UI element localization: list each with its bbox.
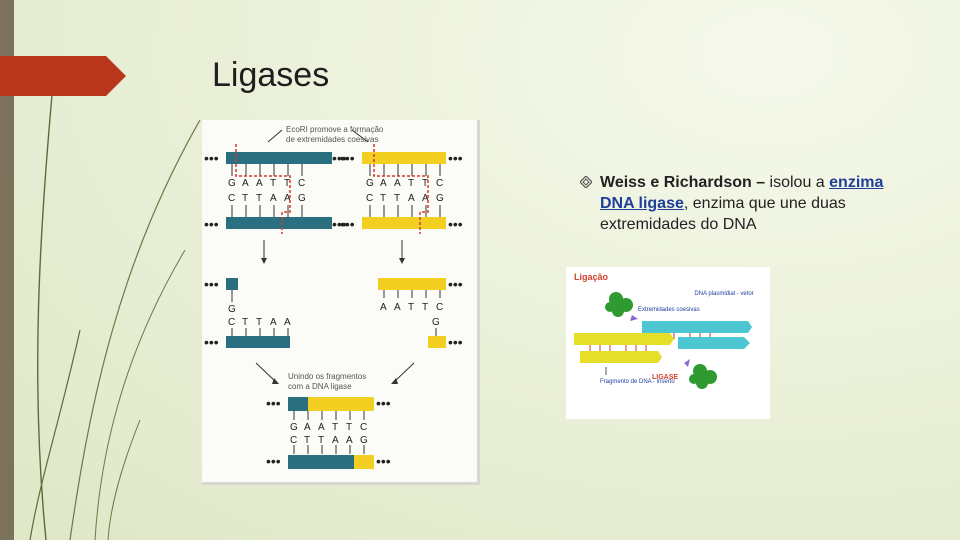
base: T: [242, 193, 248, 204]
svg-text:•••: •••: [448, 150, 463, 166]
svg-text:•••: •••: [204, 334, 219, 350]
svg-text:•••: •••: [340, 150, 355, 166]
base: A: [242, 178, 249, 189]
base: A: [318, 422, 325, 433]
svg-text:•••: •••: [204, 150, 219, 166]
base: A: [380, 178, 387, 189]
caption-mid-1: Unindo os fragmentos: [288, 372, 366, 381]
title-arrow-tab: [0, 56, 126, 96]
base: A: [380, 302, 387, 313]
base: T: [256, 193, 262, 204]
caption-top-2: de extremidades coesivas: [286, 135, 379, 144]
fragment-right: ••• A A T T C G •••: [378, 276, 463, 350]
base: A: [408, 193, 415, 204]
decorative-lines: [29, 94, 201, 540]
ecori-ligation-figure: EcoRI promove a formação de extremidades…: [202, 120, 480, 485]
base: T: [284, 178, 290, 189]
base: G: [290, 422, 298, 433]
svg-text:•••: •••: [332, 216, 347, 232]
base: T: [270, 178, 276, 189]
base: A: [346, 435, 353, 446]
base: T: [394, 193, 400, 204]
ligation-figure: Ligação DNA plasmidial - vetor Extremida…: [566, 267, 770, 419]
svg-text:•••: •••: [376, 453, 391, 469]
base: A: [284, 193, 291, 204]
bullet-rest-2: , enzima que une duas extremidades do DN…: [600, 195, 846, 233]
base: T: [408, 178, 414, 189]
duplex-left-top: ••• ••• ••• ••• G A A T T: [204, 144, 347, 234]
base: A: [304, 422, 311, 433]
base: A: [332, 435, 339, 446]
left-accent-bar: [0, 0, 14, 540]
svg-text:•••: •••: [204, 276, 219, 292]
svg-text:•••: •••: [448, 276, 463, 292]
base: T: [318, 435, 324, 446]
base: T: [422, 178, 428, 189]
svg-text:•••: •••: [332, 150, 347, 166]
bullet-lead: Weiss e Richardson –: [600, 174, 770, 191]
ligation-title: Ligação: [574, 272, 609, 282]
duplex-right-top: ••• ••• ••• ••• G A A T T: [340, 144, 463, 234]
vector-label: DNA plasmidial - vetor: [694, 291, 753, 297]
svg-text:•••: •••: [266, 453, 281, 469]
base: G: [366, 178, 374, 189]
base: C: [366, 193, 373, 204]
caption-top-1: EcoRI promove a formação: [286, 125, 384, 134]
fragment-left: ••• G C T T A A •••: [204, 276, 291, 350]
base: T: [242, 317, 248, 328]
base: C: [436, 178, 443, 189]
base: G: [228, 304, 236, 315]
base: T: [408, 302, 414, 313]
base: T: [332, 422, 338, 433]
base: A: [394, 302, 401, 313]
base: G: [298, 193, 306, 204]
ends-label: Extremidades coesivas: [638, 307, 700, 313]
ligase-enzyme-top-icon: [605, 292, 633, 317]
diamond-bullet-icon: [580, 176, 592, 188]
base: T: [304, 435, 310, 446]
base: G: [228, 178, 236, 189]
base: A: [270, 193, 277, 204]
base: C: [360, 422, 367, 433]
ligation-diagram: Ligação DNA plasmidial - vetor Extremida…: [574, 272, 754, 389]
base: C: [228, 193, 235, 204]
base: C: [436, 302, 443, 313]
ligase-enzyme-bottom-icon: [689, 364, 717, 389]
bullet-rest-1: isolou a: [769, 174, 830, 191]
ligase-label: LIGASE: [652, 374, 678, 381]
base: A: [422, 193, 429, 204]
base: C: [228, 317, 235, 328]
base: G: [432, 317, 440, 328]
svg-text:•••: •••: [204, 216, 219, 232]
base: A: [284, 317, 291, 328]
insert-label: Fragmento de DNA - inserto: [600, 379, 675, 385]
svg-text:•••: •••: [376, 395, 391, 411]
ecori-diagram: EcoRI promove a formação de extremidades…: [204, 125, 463, 469]
base: T: [256, 317, 262, 328]
svg-text:•••: •••: [448, 216, 463, 232]
base: T: [380, 193, 386, 204]
svg-text:•••: •••: [266, 395, 281, 411]
svg-text:•••: •••: [340, 216, 355, 232]
caption-mid-2: com a DNA ligase: [288, 382, 352, 391]
enzyme-link[interactable]: enzima DNA ligase: [600, 174, 884, 212]
base: A: [394, 178, 401, 189]
base: C: [298, 178, 305, 189]
base: G: [436, 193, 444, 204]
svg-text:•••: •••: [448, 334, 463, 350]
bullet-point: Weiss e Richardson – isolou a enzima DNA…: [580, 172, 920, 235]
base: T: [422, 302, 428, 313]
joined-duplex: ••• ••• G A A T T C C T T A: [266, 395, 391, 469]
base: C: [290, 435, 297, 446]
base: T: [346, 422, 352, 433]
slide-title: Ligases: [212, 56, 330, 94]
base: A: [256, 178, 263, 189]
base: A: [270, 317, 277, 328]
bullet-text: Weiss e Richardson – isolou a enzima DNA…: [600, 172, 920, 235]
base: G: [360, 435, 368, 446]
